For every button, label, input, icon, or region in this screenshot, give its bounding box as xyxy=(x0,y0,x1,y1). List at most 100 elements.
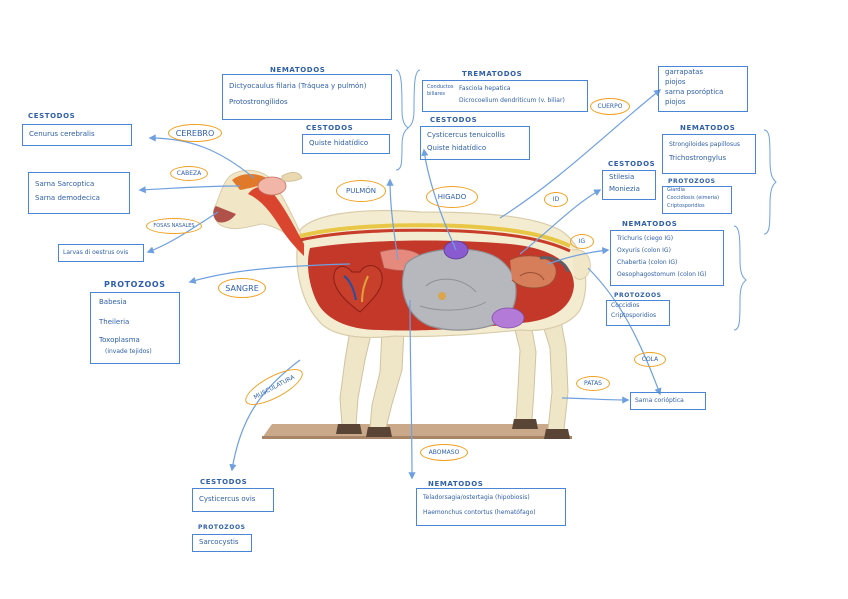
cuerpo-item-3: piojos xyxy=(665,98,686,106)
brace-ig xyxy=(733,225,747,331)
cerebro-title: CESTODOS xyxy=(28,112,76,120)
id-pro-title: PROTOZOOS xyxy=(668,178,716,185)
abomaso-item-0: Teladorsagia/ostertagia (hipobiosis) xyxy=(423,494,530,501)
label-pulmon: PULMÓN xyxy=(336,180,386,202)
label-id: ID xyxy=(544,192,568,207)
patas-item-0: Sarna corióptica xyxy=(635,397,684,404)
musculatura-pro-title: PROTOZOOS xyxy=(198,524,246,531)
arrow-pulmon xyxy=(386,178,399,261)
brace-pulmon xyxy=(395,69,409,171)
id-nem-box: Strongiloides papillosus Trichostrongylu… xyxy=(662,134,756,174)
arrow-patas xyxy=(561,396,630,404)
musculatura-ces-box: Cysticercus ovis xyxy=(192,488,274,512)
arrow-sangre xyxy=(188,263,351,284)
abomaso-box: Teladorsagia/ostertagia (hipobiosis) Hae… xyxy=(416,488,566,526)
cuerpo-item-1: piojos xyxy=(665,78,686,86)
musculatura-pro-box: Sarcocystis xyxy=(192,534,252,552)
label-cola: COLA xyxy=(634,352,666,367)
sheep-legs xyxy=(336,315,570,439)
id-ces-title: CESTODOS xyxy=(608,160,656,168)
label-cabeza: CABEZA xyxy=(170,166,208,181)
brace-higado xyxy=(407,69,421,129)
label-patas: PATAS xyxy=(576,376,610,391)
cabeza-item-1: Sarna demodecica xyxy=(35,194,100,202)
fosas-item-0: Larvas di oestrus ovis xyxy=(63,249,129,256)
pulmon-nem-title: NEMATODOS xyxy=(270,66,326,74)
higado-ces-item-0: Cysticercus tenuicollis xyxy=(427,131,505,139)
arrow-fosas xyxy=(146,211,219,254)
id-nem-title: NEMATODOS xyxy=(680,124,736,132)
patas-box: Sarna corióptica xyxy=(630,392,706,410)
id-nem-item-1: Trichostrongylus xyxy=(669,154,727,162)
cuerpo-item-2: sarna psoróptica xyxy=(665,88,724,96)
arrow-abomaso xyxy=(408,299,416,480)
abomasum xyxy=(491,307,525,329)
musculatura-ces-title: CESTODOS xyxy=(200,478,248,486)
higado-ces-title: CESTODOS xyxy=(430,116,478,124)
higado-trem-title: TREMATODOS xyxy=(462,70,523,78)
id-pro-item-0: Giardia xyxy=(667,187,685,193)
pulmon-nem-box: Dictyocaulus filaria (Tráquea y pulmón) … xyxy=(222,74,392,120)
higado-trem-prefix: Conductos biliares xyxy=(427,84,454,97)
arrow-ig xyxy=(547,247,610,265)
cabeza-item-0: Sarna Sarcoptica xyxy=(35,180,95,188)
ig-pro-box: Coccidios Criptosporidios xyxy=(606,300,670,326)
arrow-cola xyxy=(587,267,662,396)
ig-pro-item-0: Coccidios xyxy=(611,302,640,309)
sangre-item-1: Theileria xyxy=(99,318,130,326)
arrow-musculatura xyxy=(229,359,301,472)
sangre-title: PROTOZOOS xyxy=(104,280,166,289)
ig-nem-item-1: Oxyuris (colon IG) xyxy=(617,247,671,254)
brace-id xyxy=(763,129,777,235)
sangre-box: Babesia Theileria Toxoplasma (invade tej… xyxy=(90,292,180,364)
sangre-item-2: Toxoplasma xyxy=(99,336,140,344)
label-ig: IG xyxy=(570,234,594,249)
ig-pro-item-1: Criptosporidios xyxy=(611,312,657,319)
sangre-item-3: (invade tejidos) xyxy=(105,348,152,355)
pulmon-ces-title: CESTODOS xyxy=(306,124,354,132)
ig-nem-box: Trichuris (ciego IG) Oxyuris (colon IG) … xyxy=(610,230,724,286)
intestines xyxy=(509,255,557,289)
id-pro-box: Giardia Coccidiosis (eimeria) Criptospor… xyxy=(662,186,732,214)
ig-nem-item-0: Trichuris (ciego IG) xyxy=(617,235,674,242)
arrow-id xyxy=(519,189,602,255)
id-ces-box: Stilesia Moniezia xyxy=(602,170,656,200)
abomaso-title: NEMATODOS xyxy=(428,480,484,488)
label-cuerpo: CUERPO xyxy=(590,98,630,115)
label-fosas-nasales: FOSAS NASALES xyxy=(146,218,202,234)
higado-trem-item-0: Fasciola hepatica xyxy=(459,85,511,92)
ig-nem-item-3: Oesophagostomum (colon IG) xyxy=(617,271,707,278)
id-pro-item-2: Criptosporidios xyxy=(667,203,705,209)
higado-trem-item-1: Dicrocoelium dendriticum (v. biliar) xyxy=(459,97,565,104)
label-cerebro: CEREBRO xyxy=(168,124,222,142)
cabeza-box: Sarna Sarcoptica Sarna demodecica xyxy=(28,172,130,214)
label-sangre: SANGRE xyxy=(218,278,266,298)
musculatura-pro-item-0: Sarcocystis xyxy=(199,538,239,546)
abomaso-item-1: Haemonchus contortus (hematófago) xyxy=(423,509,536,516)
label-abomaso: ABOMASO xyxy=(420,444,468,461)
id-nem-item-0: Strongiloides papillosus xyxy=(669,141,741,148)
id-ces-item-0: Stilesia xyxy=(609,173,635,181)
higado-ces-item-1: Quiste hidatídico xyxy=(427,144,487,152)
arrow-cabeza xyxy=(138,185,241,194)
fosas-box: Larvas di oestrus ovis xyxy=(58,244,144,262)
higado-ces-box: Cysticercus tenuicollis Quiste hidatídic… xyxy=(420,126,530,160)
musculatura-ces-item-0: Cysticercus ovis xyxy=(199,495,256,503)
higado-trem-box: Conductos biliares Fasciola hepatica Dic… xyxy=(422,80,588,112)
pulmon-ces-item-0: Quiste hidatídico xyxy=(309,139,369,147)
ig-pro-title: PROTOZOOS xyxy=(614,292,662,299)
brain xyxy=(257,176,287,196)
sangre-item-0: Babesia xyxy=(99,298,127,306)
cuerpo-box: garrapatas piojos sarna psoróptica piojo… xyxy=(658,66,748,112)
ig-nem-title: NEMATODOS xyxy=(622,220,678,228)
cerebro-box: Cenurus cerebralis xyxy=(22,124,132,146)
arrow-cerebro xyxy=(148,134,255,179)
cerebro-item-0: Cenurus cerebralis xyxy=(29,130,95,138)
id-pro-item-1: Coccidiosis (eimeria) xyxy=(667,195,720,201)
pulmon-nem-item-0: Dictyocaulus filaria (Tráquea y pulmón) xyxy=(229,82,367,90)
ig-nem-item-2: Chabertia (colon IG) xyxy=(617,259,678,266)
arrow-cuerpo xyxy=(499,89,662,219)
